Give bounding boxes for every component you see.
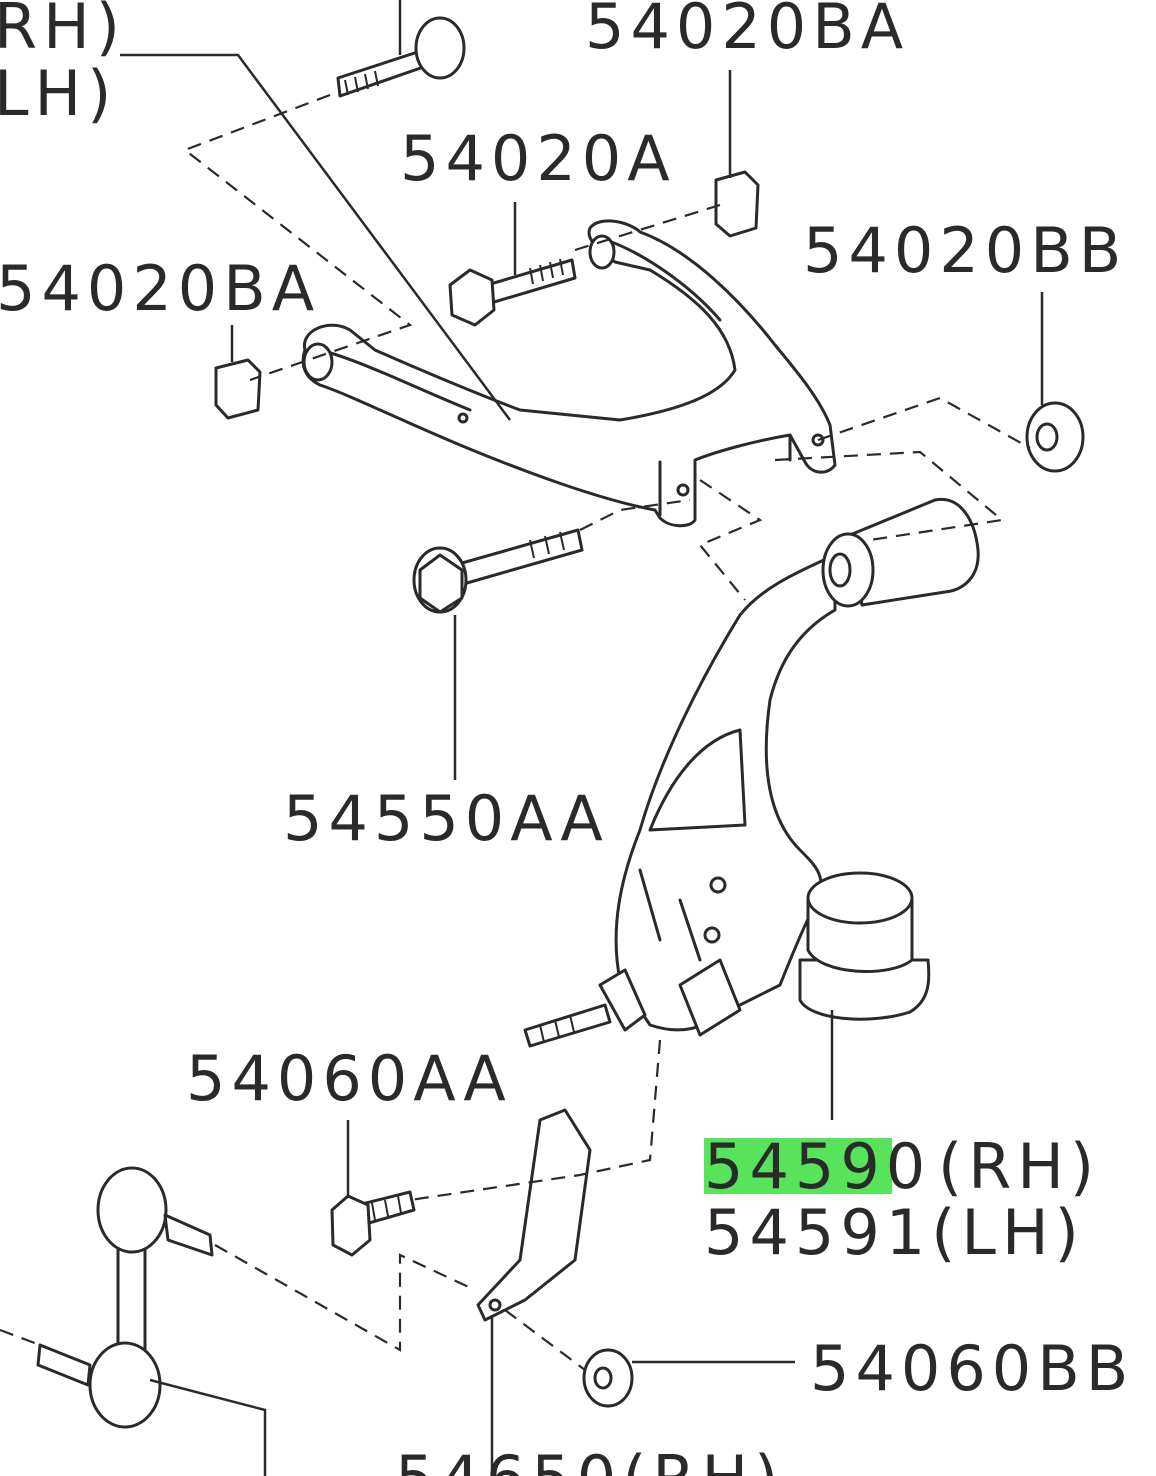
label-bottom-cut: 54650(RH) <box>395 1442 784 1476</box>
bracket-54650 <box>476 1108 592 1322</box>
nut-54020BB <box>1025 401 1085 473</box>
label-54060BB: 54060BB <box>810 1332 1134 1405</box>
bolt-top <box>336 16 466 98</box>
stud-left <box>523 1003 612 1048</box>
nut-54020BA-left <box>214 358 262 420</box>
nut-54060BB <box>582 1348 634 1408</box>
bolt-54550AA <box>412 528 584 614</box>
upper-control-arm <box>301 219 837 528</box>
bolt-54060AA <box>330 1190 416 1257</box>
leader-lines <box>120 0 1044 1476</box>
label-54020BB: 54020BB <box>803 214 1127 287</box>
label-54020A: 54020A <box>400 122 676 195</box>
label-54590: 54590 <box>704 1130 931 1203</box>
label-54591: 54591(LH) <box>704 1196 1085 1269</box>
label-54060AA: 54060AA <box>186 1042 512 1115</box>
nut-54020BA-top <box>714 170 760 238</box>
label-54020BA-top: 54020BA <box>585 0 909 63</box>
lower-control-arm <box>598 497 980 1037</box>
bolt-54020A <box>448 258 577 327</box>
stabilizer-link <box>36 1166 214 1429</box>
label-54590-side: (RH) <box>938 1130 1100 1203</box>
part-highlight <box>704 1138 892 1194</box>
label-54020BA-left: 54020BA <box>0 252 320 325</box>
label-54550AA: 54550AA <box>283 782 609 855</box>
assembly-lines <box>0 93 1031 1371</box>
label-lh-top: LH) <box>0 57 117 130</box>
label-rh-top: RH) <box>0 0 126 63</box>
